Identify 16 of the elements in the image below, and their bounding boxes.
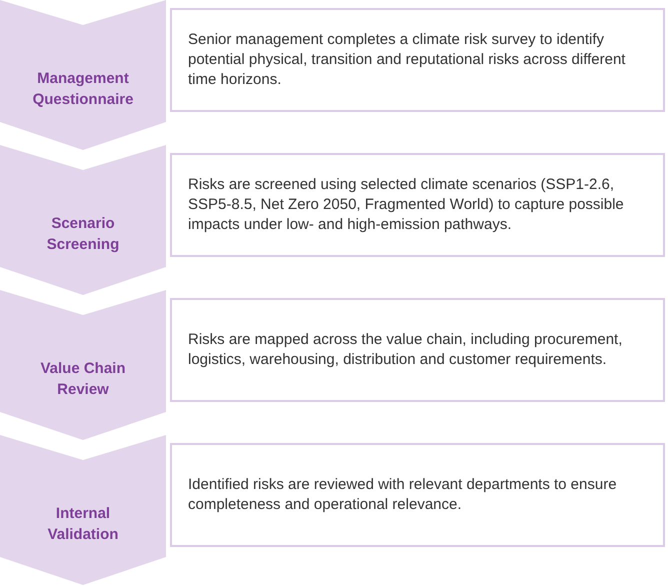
step-title: Internal Validation: [46, 504, 120, 545]
step-description: Risks are screened using selected climate scenarios (SSP1-2.6, SSP5-8.5, Net Zero 2050, Fragmented World) to capture possible impacts under low- and high-emission pathways.: [188, 175, 625, 235]
description-box: [170, 8, 665, 112]
step-description: Senior management completes a climate risk survey to identify potential physical, transition and reputational risks across different time horizons.: [188, 30, 626, 90]
step-description: Identified risks are reviewed with relevant departments to ensure completeness and operational relevance.: [188, 475, 618, 515]
step-title: Value Chain Review: [39, 359, 127, 400]
description-box: [170, 298, 665, 402]
description-box: [170, 153, 665, 257]
chevron-step: [0, 0, 166, 150]
step-title: Management Questionnaire: [32, 69, 134, 110]
step-description: Risks are mapped across the value chain, including procurement, logistics, warehousing, distribution and customer requirements.: [188, 330, 624, 370]
step-title: Scenario Screening: [46, 214, 120, 255]
chevron-step: [0, 290, 166, 440]
chevron-step: [0, 435, 166, 585]
description-box: [170, 443, 665, 547]
chevron-step: [0, 145, 166, 295]
